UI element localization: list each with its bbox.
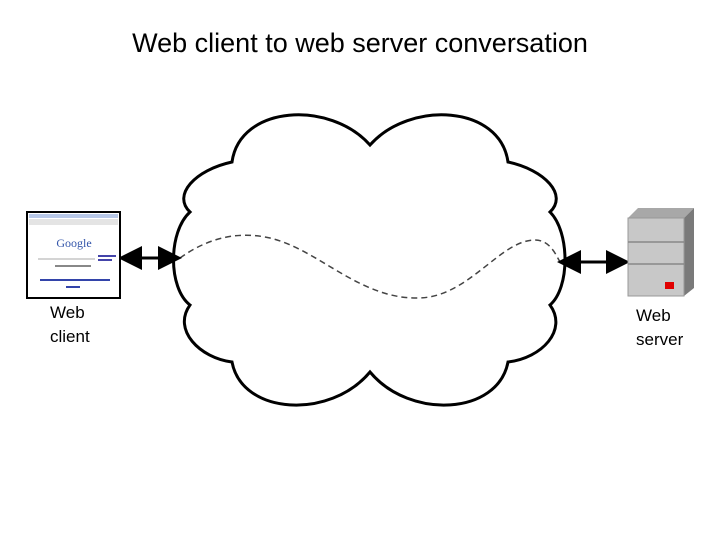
server-label-line2: server <box>636 330 684 349</box>
client-label-line2: client <box>50 327 90 346</box>
web-client-label: Web client <box>50 301 90 349</box>
slide-title: Web client to web server conversation <box>132 28 588 58</box>
internet-cloud <box>172 113 567 407</box>
server-label-line1: Web <box>636 306 671 325</box>
web-server-label: Web server <box>636 304 683 352</box>
conversation-dashed-path <box>179 234 561 299</box>
client-label-line1: Web <box>50 303 85 322</box>
google-logo: Google <box>56 236 91 250</box>
server-status-light <box>665 282 674 289</box>
web-client-browser-icon: Google <box>26 211 121 299</box>
web-server-icon <box>627 208 694 297</box>
